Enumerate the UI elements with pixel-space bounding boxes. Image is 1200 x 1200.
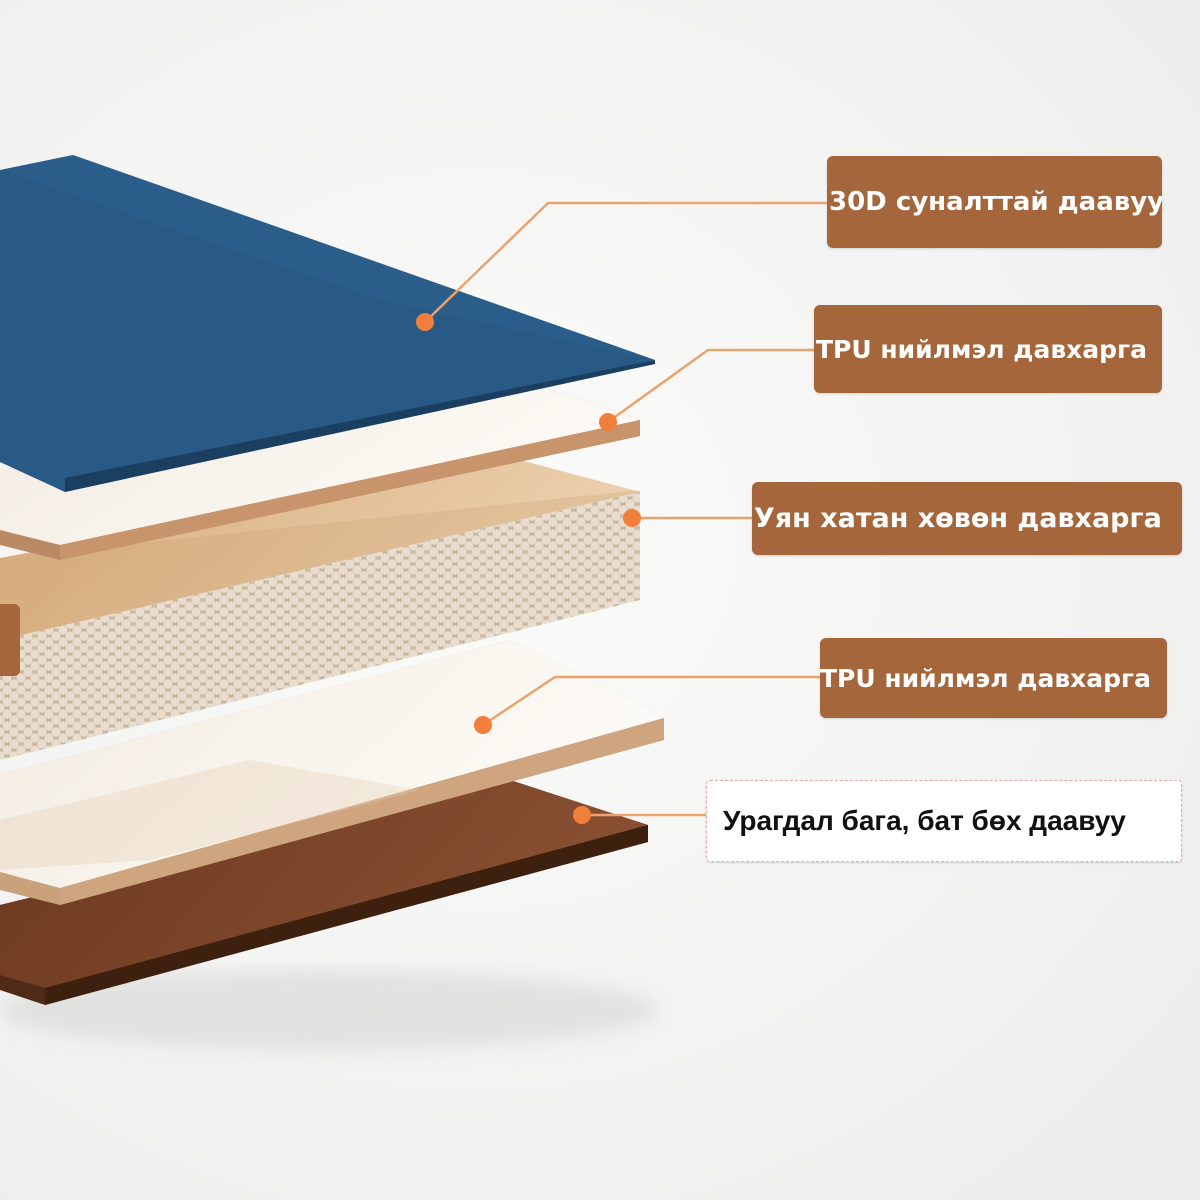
label-upper-tpu: TPU нийлмэл давхарга bbox=[814, 305, 1162, 393]
marker-dot-upper-tpu bbox=[599, 413, 617, 431]
marker-dot-top-fabric bbox=[416, 313, 434, 331]
marker-dot-lower-tpu bbox=[474, 716, 492, 734]
label-top-fabric: 30D суналттай даавуу bbox=[827, 156, 1162, 248]
cropped-label-tab bbox=[0, 604, 20, 676]
label-lower-tpu-text: TPU нийлмэл давхарга bbox=[820, 664, 1151, 693]
marker-dot-sponge bbox=[623, 509, 641, 527]
label-lower-tpu: TPU нийлмэл давхарга bbox=[820, 638, 1167, 718]
label-upper-tpu-text: TPU нийлмэл давхарга bbox=[816, 335, 1147, 364]
label-top-fabric-text: 30D суналттай даавуу bbox=[829, 187, 1162, 217]
label-sponge-text: Уян хатан хөвөн давхарга bbox=[754, 503, 1162, 534]
marker-dot-bottom-fabric bbox=[573, 806, 591, 824]
label-sponge: Уян хатан хөвөн давхарга bbox=[752, 482, 1182, 555]
label-bottom-fabric: Урагдал бага, бат бөх даавуу bbox=[706, 780, 1182, 862]
label-bottom-fabric-text: Урагдал бага, бат бөх даавуу bbox=[723, 805, 1126, 837]
